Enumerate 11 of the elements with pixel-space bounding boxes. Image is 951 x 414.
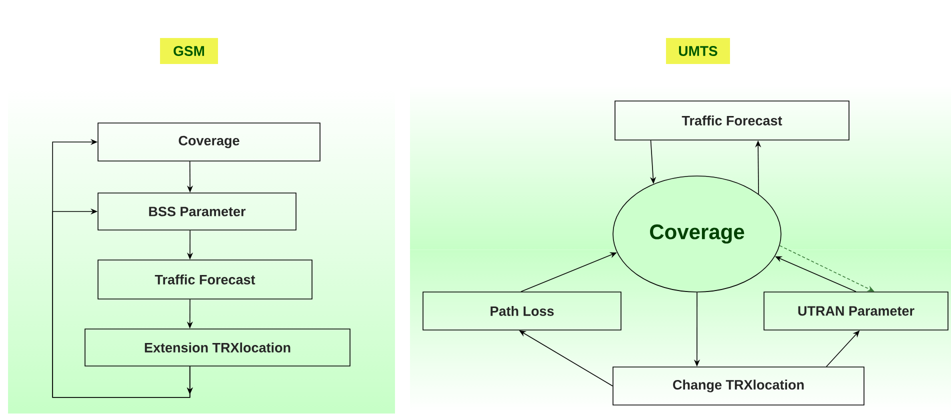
process-box: BSS Parameter	[98, 192, 296, 230]
process-box: Traffic Forecast	[98, 260, 312, 300]
heading-highlight: GSM	[160, 38, 218, 64]
heading-highlight: UMTS	[666, 38, 730, 64]
process-box: Change TRXlocation	[612, 366, 864, 406]
process-box: UTRAN Parameter	[764, 292, 948, 330]
process-box: Coverage	[98, 122, 320, 162]
process-box: Traffic Forecast	[614, 100, 850, 140]
arrow	[52, 208, 193, 398]
process-box: Path Loss	[422, 292, 622, 330]
process-box: Extension TRXlocation	[84, 328, 350, 366]
